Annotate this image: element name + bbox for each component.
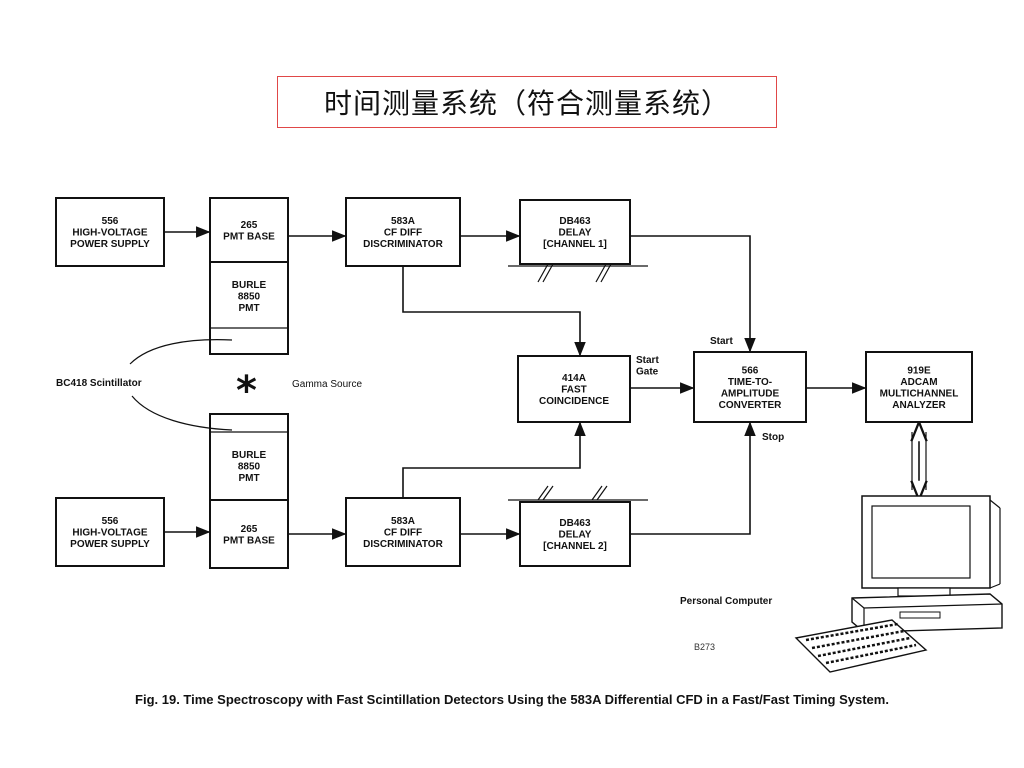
figure-code: B273 [694,642,715,652]
text-line: Start [636,355,659,366]
scintillator-label: BC418 Scintillator [56,378,142,389]
text-line: POWER SUPPLY [70,239,150,250]
text-line: 583A [391,216,415,227]
text-line: 556 [102,216,119,227]
text-line: DB463 [559,216,591,227]
text-line: 919E [907,365,931,376]
text-line: 265 [241,220,258,231]
text-line: CONVERTER [719,400,783,411]
stop-label: Stop [762,432,784,443]
gamma-source-star: * [236,368,257,414]
text-line: HIGH-VOLTAGE [72,228,148,239]
text-line: COINCIDENCE [539,396,609,407]
personal-computer-label: Personal Computer [680,596,772,607]
text-line: BURLE [232,280,267,291]
text-line: 556 [102,516,119,527]
text-line: DELAY [559,228,592,239]
text-line: POWER SUPPLY [70,539,150,550]
text-line: PMT BASE [223,535,275,546]
text-line: ADCAM [900,377,937,388]
text-line: DISCRIMINATOR [363,239,443,250]
text-line: [CHANNEL 2] [543,541,607,552]
text-line: DELAY [559,530,592,541]
slide-title: 时间测量系统（符合测量系统） [277,76,777,128]
text-line: 8850 [238,462,261,473]
text-line: 583A [391,516,415,527]
text-line: [CHANNEL 1] [543,239,607,250]
start-label: Start [710,336,733,347]
text-line: DISCRIMINATOR [363,539,443,550]
text-line: PMT [238,473,259,484]
figure-caption: Fig. 19. Time Spectroscopy with Fast Sci… [135,692,889,707]
text-line: Gate [636,367,659,378]
text-line: HIGH-VOLTAGE [72,528,148,539]
text-line: FAST [561,385,587,396]
text-line: PMT BASE [223,231,275,242]
text-line: PMT [238,303,259,314]
text-line: 8850 [238,292,261,303]
text-line: CF DIFF [384,528,422,539]
text-line: 566 [742,365,759,376]
text-line: DB463 [559,518,591,529]
text-line: 414A [562,373,586,384]
text-line: MULTICHANNEL [880,388,959,399]
text-line: ANALYZER [892,400,946,411]
text-line: AMPLITUDE [721,388,780,399]
text-line: 265 [241,524,258,535]
computer-icon [794,495,1003,673]
text-line: CF DIFF [384,228,422,239]
text-line: TIME-TO- [728,377,772,388]
text-line: BURLE [232,450,267,461]
gamma-source-label: Gamma Source [292,379,362,390]
